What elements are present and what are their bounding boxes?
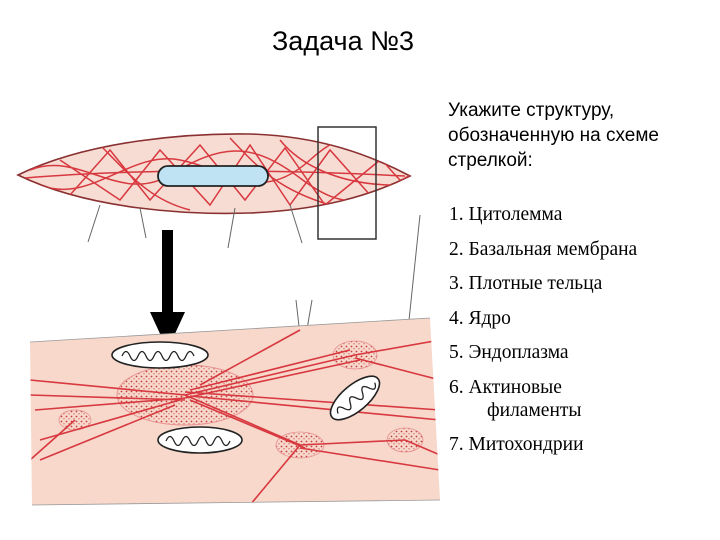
spindle-nucleus [157, 165, 269, 187]
actin-filaments [30, 329, 440, 505]
cell-section-outline [29, 317, 440, 506]
option-4[interactable]: 4. Ядро [449, 307, 511, 329]
arrow-down-icon [150, 230, 185, 350]
spindle-cell [16, 133, 412, 215]
mitochondrion [157, 426, 243, 454]
option-1[interactable]: 1. Цитолемма [449, 204, 563, 225]
magnified-cell-section [29, 317, 440, 506]
smooth-muscle-diagram [16, 126, 440, 506]
question-text: Укажите структуру, обозначенную на схеме… [448, 100, 659, 171]
option-2[interactable]: 2. Базальная мембрана [449, 238, 638, 260]
page-title: Задача №3 [272, 26, 415, 56]
option-3[interactable]: 3. Плотные тельца [449, 273, 603, 294]
zoom-frame [317, 126, 377, 240]
mitochondrion [111, 341, 209, 369]
answer-options: 1. Цитолемма 2. Базальная мембрана 3. Пл… [449, 203, 714, 468]
option-5[interactable]: 5. Эндоплазма [449, 342, 569, 363]
option-7[interactable]: 7. Митохондрии [449, 434, 584, 455]
mitochondrion [329, 375, 381, 421]
